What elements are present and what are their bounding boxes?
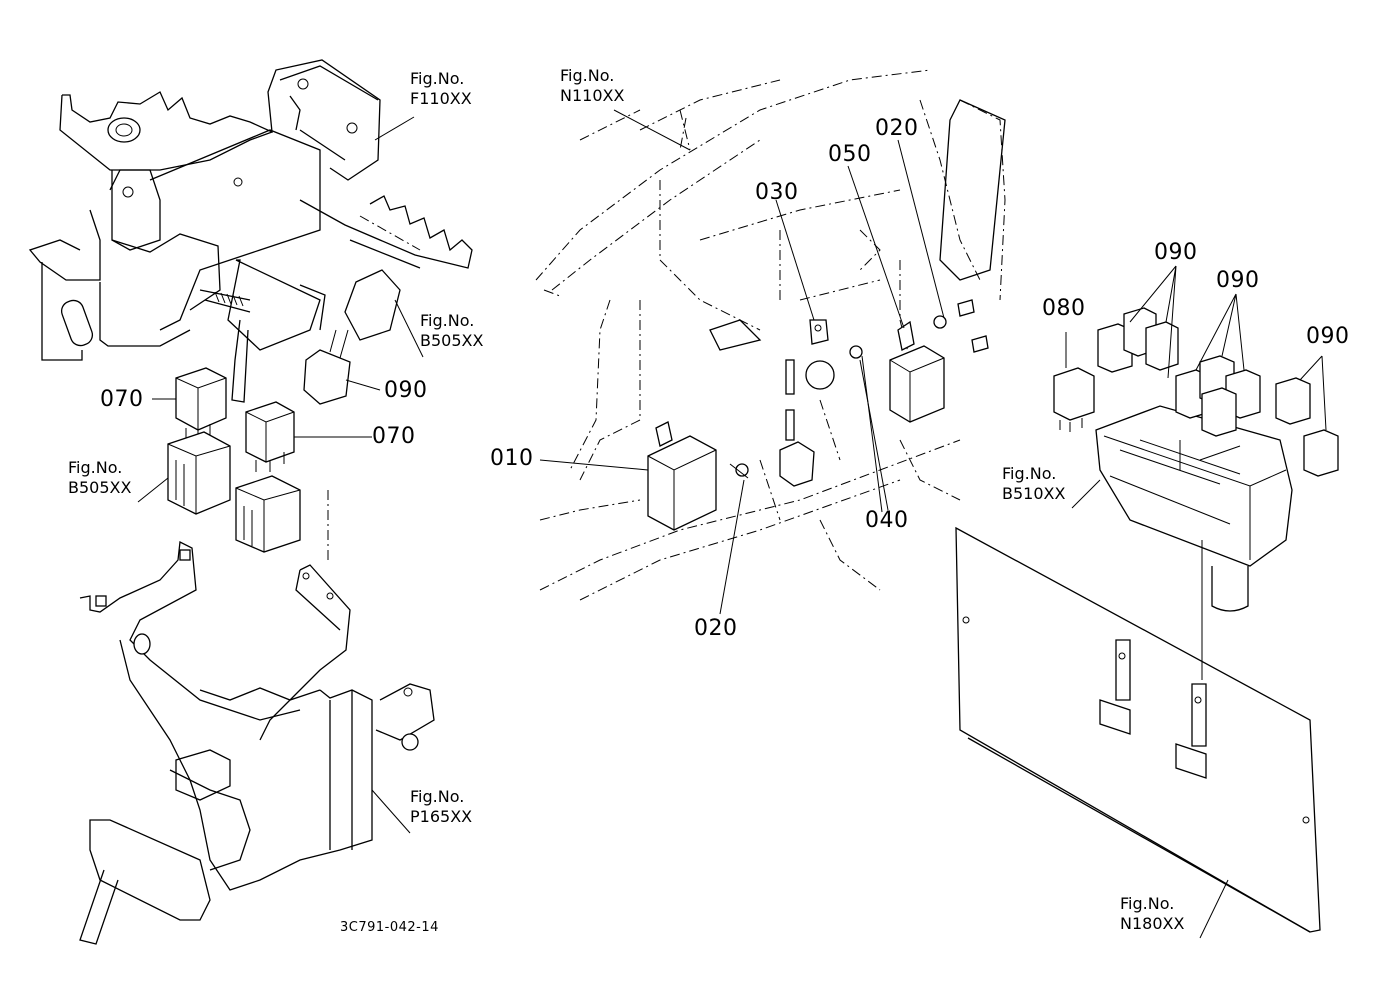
figure-ref-number: B510XX bbox=[1002, 484, 1066, 503]
part-number-090-right[interactable]: 090 bbox=[1216, 268, 1260, 293]
figure-ref-prefix: Fig.No. bbox=[410, 787, 465, 806]
part-number-090-far[interactable]: 090 bbox=[1306, 324, 1350, 349]
part-number-080[interactable]: 080 bbox=[1042, 296, 1086, 321]
figure-ref-prefix: Fig.No. bbox=[68, 458, 123, 477]
figure-ref-b510[interactable]: Fig.No. B510XX bbox=[1002, 464, 1065, 504]
figure-ref-b505-top[interactable]: Fig.No. B505XX bbox=[420, 311, 483, 351]
figure-ref-number: N180XX bbox=[1120, 914, 1185, 933]
drawing-code: 3C791-042-14 bbox=[340, 920, 439, 935]
figure-ref-b505-left[interactable]: Fig.No. B505XX bbox=[68, 458, 131, 498]
right-fuse-box-assembly bbox=[955, 265, 1339, 939]
figure-ref-prefix: Fig.No. bbox=[420, 311, 475, 330]
part-number-090-mid[interactable]: 090 bbox=[1154, 240, 1198, 265]
figure-ref-f110[interactable]: Fig.No. F110XX bbox=[410, 69, 472, 109]
figure-ref-p165[interactable]: Fig.No. P165XX bbox=[410, 787, 472, 827]
part-number-020-bottom[interactable]: 020 bbox=[694, 616, 738, 641]
figure-ref-n110[interactable]: Fig.No. N110XX bbox=[560, 66, 624, 106]
figure-ref-number: B505XX bbox=[420, 331, 484, 350]
figure-ref-number: B505XX bbox=[68, 478, 132, 497]
part-number-090-left[interactable]: 090 bbox=[384, 378, 428, 403]
center-panel-assembly bbox=[535, 69, 1006, 615]
figure-ref-prefix: Fig.No. bbox=[1120, 894, 1175, 913]
figure-ref-prefix: Fig.No. bbox=[1002, 464, 1057, 483]
part-number-070-right[interactable]: 070 bbox=[372, 424, 416, 449]
figure-ref-n180[interactable]: Fig.No. N180XX bbox=[1120, 894, 1184, 934]
figure-ref-prefix: Fig.No. bbox=[560, 66, 615, 85]
part-number-050[interactable]: 050 bbox=[828, 142, 872, 167]
left-bracket-assembly bbox=[28, 59, 473, 945]
figure-ref-number: N110XX bbox=[560, 86, 625, 105]
part-number-020-top[interactable]: 020 bbox=[875, 116, 919, 141]
figure-ref-prefix: Fig.No. bbox=[410, 69, 465, 88]
part-number-070-left[interactable]: 070 bbox=[100, 387, 144, 412]
part-number-040[interactable]: 040 bbox=[865, 508, 909, 533]
figure-ref-number: P165XX bbox=[410, 807, 473, 826]
part-number-010[interactable]: 010 bbox=[490, 446, 534, 471]
figure-ref-number: F110XX bbox=[410, 89, 472, 108]
part-number-030[interactable]: 030 bbox=[755, 180, 799, 205]
